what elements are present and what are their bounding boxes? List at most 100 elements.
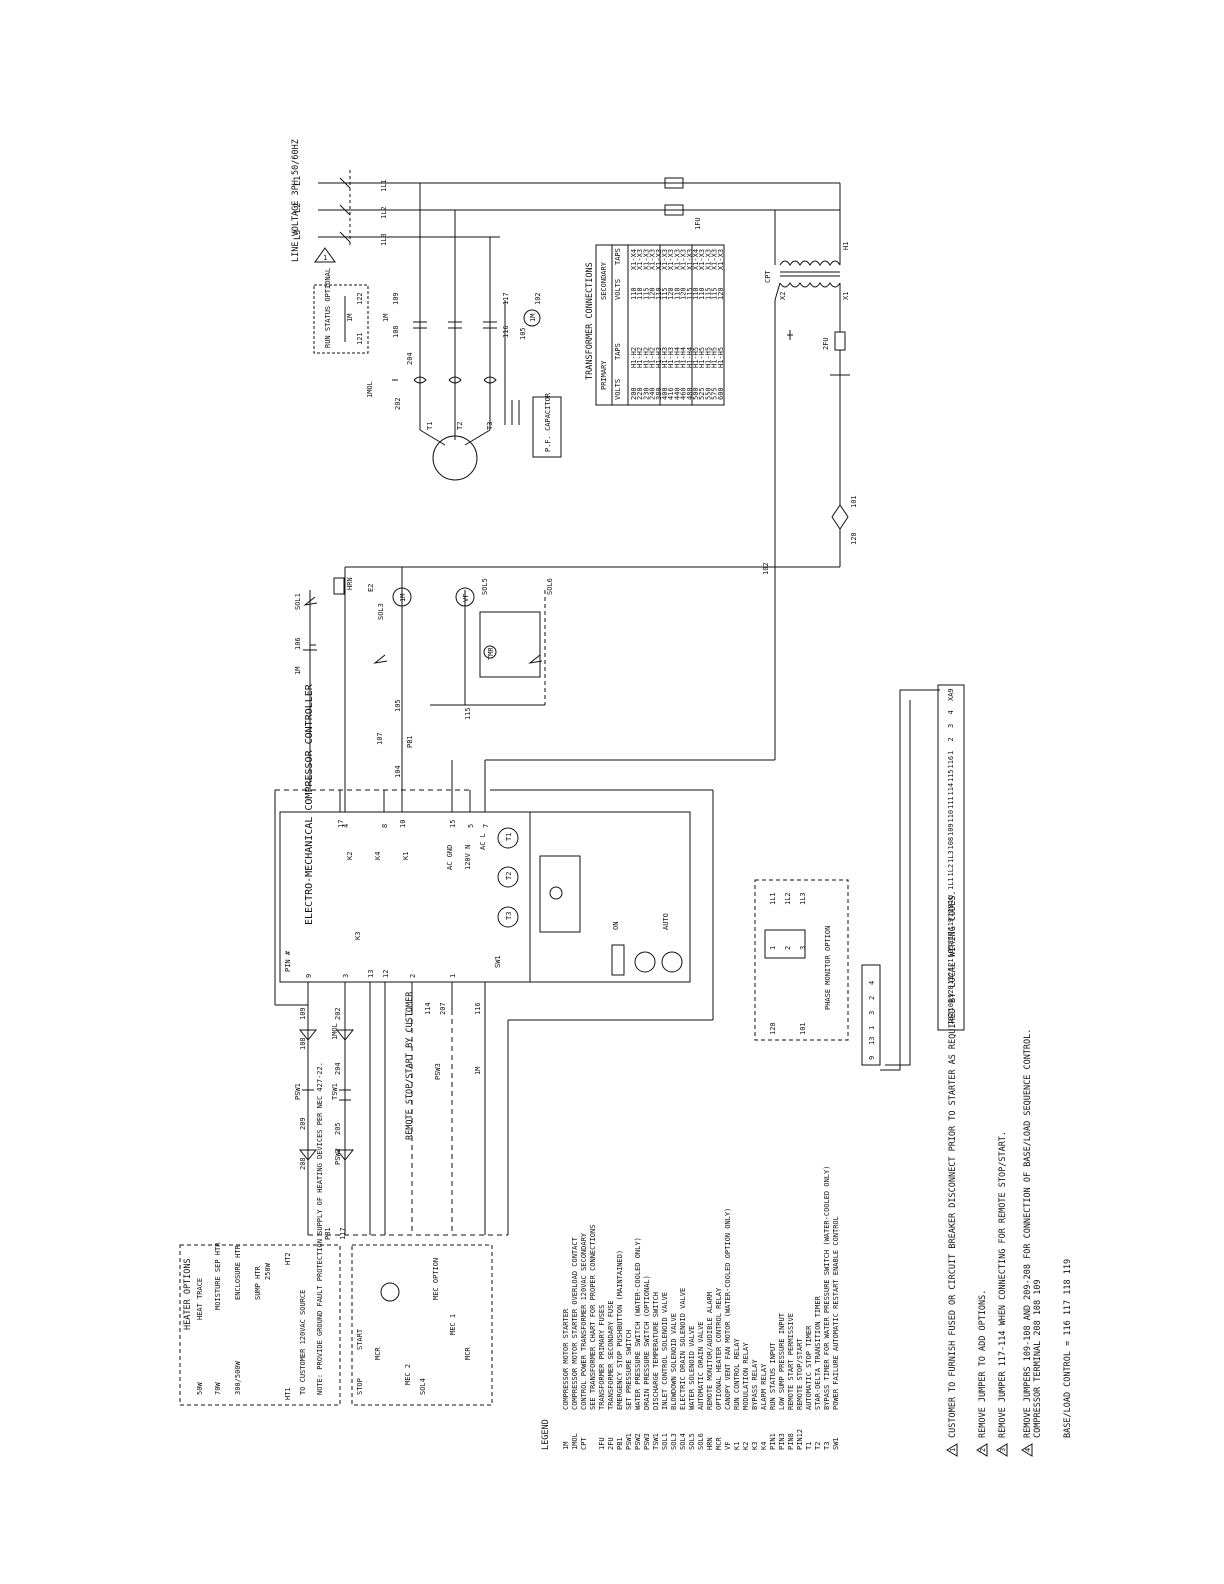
svg-text:1MOL: 1MOL — [331, 1023, 339, 1040]
control-bus-labels: 102 101 120 — [762, 495, 858, 575]
transformer-table-cell: H1-H5 — [704, 347, 712, 368]
controller-terminal: 7 — [482, 824, 490, 828]
controller-terminal: 12 — [382, 970, 390, 978]
terminal-strip-cell: 121 — [947, 958, 955, 971]
svg-text:2FU: 2FU — [822, 337, 830, 350]
terminal-strip-cell: 1L3 — [947, 850, 955, 863]
terminal-strip-cell: 4 — [947, 710, 955, 714]
svg-text:2: 2 — [784, 946, 792, 950]
vf-label: VF — [462, 594, 470, 602]
terminal-strip-cell: 105 — [947, 945, 955, 958]
svg-text:CPT: CPT — [764, 270, 772, 283]
terminal-strip-cell: 3 — [947, 724, 955, 728]
svg-text:202: 202 — [394, 397, 402, 410]
svg-text:VOLTS: VOLTS — [614, 279, 622, 300]
note-number: 1 — [949, 1448, 957, 1452]
timer-t1: T1 — [505, 833, 513, 841]
starter-contacts — [392, 300, 562, 481]
terminal-strip-cell: 118 — [947, 904, 955, 917]
svg-text:122: 122 — [356, 292, 364, 305]
transformer-table-cell: 480 — [686, 387, 694, 400]
svg-text:116: 116 — [474, 1002, 482, 1015]
legend-code: K2 — [742, 1442, 750, 1450]
svg-text:1: 1 — [323, 254, 327, 262]
transformer-table-cell: H1-H3 — [655, 347, 663, 368]
sol3-label: SOL3 — [377, 603, 385, 620]
svg-text:300/500W: 300/500W — [234, 1360, 242, 1395]
note-text: CUSTOMER TO FURNISH FUSED OR CIRCUIT BRE… — [948, 890, 958, 1438]
svg-text:PSW3: PSW3 — [434, 1063, 442, 1080]
transformer-table-cell: H1-H2 — [642, 347, 650, 368]
run-status-title: RUN STATUS OPTIONAL — [324, 268, 332, 348]
legend-description: DISCHARGE TEMPERATURE SWITCH — [652, 1292, 660, 1410]
fuse-1fu-label: 1FU — [694, 217, 702, 230]
transformer-table-cell: X1-X3 — [673, 249, 681, 270]
terminal-strip-cell: 117 — [947, 931, 955, 944]
legend-code: MCR — [715, 1437, 723, 1450]
svg-text:X2: X2 — [779, 292, 787, 300]
controller-box — [279, 760, 691, 1010]
svg-text:START: START — [356, 1328, 364, 1350]
svg-text:101: 101 — [850, 495, 858, 508]
svg-text:TO CUSTOMER 120VAC SOURCE: TO CUSTOMER 120VAC SOURCE — [299, 1290, 307, 1395]
terminal-strip-cell: 115 — [947, 769, 955, 782]
svg-text:105: 105 — [519, 327, 527, 340]
transformer-table-cell: X1-X3 — [711, 249, 719, 270]
legend-code: T1 — [805, 1442, 813, 1450]
loads — [303, 577, 546, 790]
controller-terminal: 10 — [399, 820, 407, 828]
svg-text:H1: H1 — [842, 242, 850, 250]
transformer-table-cell: H1-H5 — [711, 347, 719, 368]
terminal-strip-cell: 1L1 — [947, 877, 955, 890]
legend-code: CPT — [580, 1437, 588, 1450]
legend-code: SW1 — [832, 1437, 840, 1450]
svg-text:108: 108 — [299, 1037, 307, 1050]
svg-text:1M: 1M — [346, 314, 354, 322]
note-marker-icon — [976, 1443, 988, 1457]
svg-text:102: 102 — [762, 562, 770, 575]
svg-text:1M: 1M — [529, 314, 537, 322]
legend-code: PSW2 — [634, 1433, 642, 1450]
run-status-box: RUN STATUS OPTIONAL 1M 121 122 — [313, 268, 369, 354]
svg-text:SECONDARY: SECONDARY — [600, 261, 608, 300]
legend-code: 1M — [562, 1442, 570, 1450]
transformer-table-cell: 400 — [661, 387, 669, 400]
legend-code: 1FU — [598, 1437, 606, 1450]
svg-text:1L2: 1L2 — [784, 892, 792, 905]
svg-text:117: 117 — [339, 1227, 347, 1240]
svg-text:1L1: 1L1 — [769, 892, 777, 905]
controller-terminal: 13 — [367, 970, 375, 978]
svg-text:MCR: MCR — [464, 1347, 472, 1360]
transformer-table-cell: 115 — [704, 287, 712, 300]
svg-text:70W: 70W — [214, 1382, 222, 1395]
svg-text:1: 1 — [769, 946, 777, 950]
terminal-strip-cell: 1 — [868, 1026, 876, 1030]
phase-l2: L2 — [293, 203, 303, 213]
note-marker-icon — [1021, 1443, 1033, 1457]
load-1l2: 1L2 — [380, 206, 388, 219]
control-bus — [275, 375, 849, 1010]
legend-code: SOL1 — [661, 1433, 669, 1450]
terminal-strip-cell: 3 — [868, 1011, 876, 1015]
mec-option: MEC OPTION STOP START MCR MEC 1 MEC 2 SO… — [351, 1244, 493, 1406]
legend-description: SET PRESSURE SWITCH — [625, 1330, 633, 1410]
controller-terminal: 4 — [342, 824, 350, 828]
legend-description: RUN CONTROL RELAY — [733, 1338, 741, 1410]
terminal-strip-cell: XA9 — [947, 688, 955, 701]
transformer-table-cell: X1-X4 — [630, 249, 638, 270]
transformer-table-cell: 110 — [698, 287, 706, 300]
motor-t3: T3 — [486, 422, 494, 430]
legend-code: T3 — [823, 1442, 831, 1450]
relay-k4: K4 — [374, 852, 382, 860]
svg-text:114: 114 — [424, 1002, 432, 1015]
transformer-table-cell: 110 — [673, 287, 681, 300]
transformer-table-cell: 115 — [642, 287, 650, 300]
cpt-labels: CPT H1 X2 X1 2FU — [764, 242, 850, 350]
svg-text:MEC 1: MEC 1 — [449, 1314, 457, 1335]
transformer-table-cell: H1-H2 — [636, 347, 644, 368]
terminal-strip-cell: 110 — [947, 810, 955, 823]
legend-description: POWER FAILURE AUTOMATIC RESTART ENABLE C… — [832, 1216, 840, 1410]
transformer-table-cell: 525 — [698, 387, 706, 400]
transformer-table-cell: 120 — [680, 287, 688, 300]
